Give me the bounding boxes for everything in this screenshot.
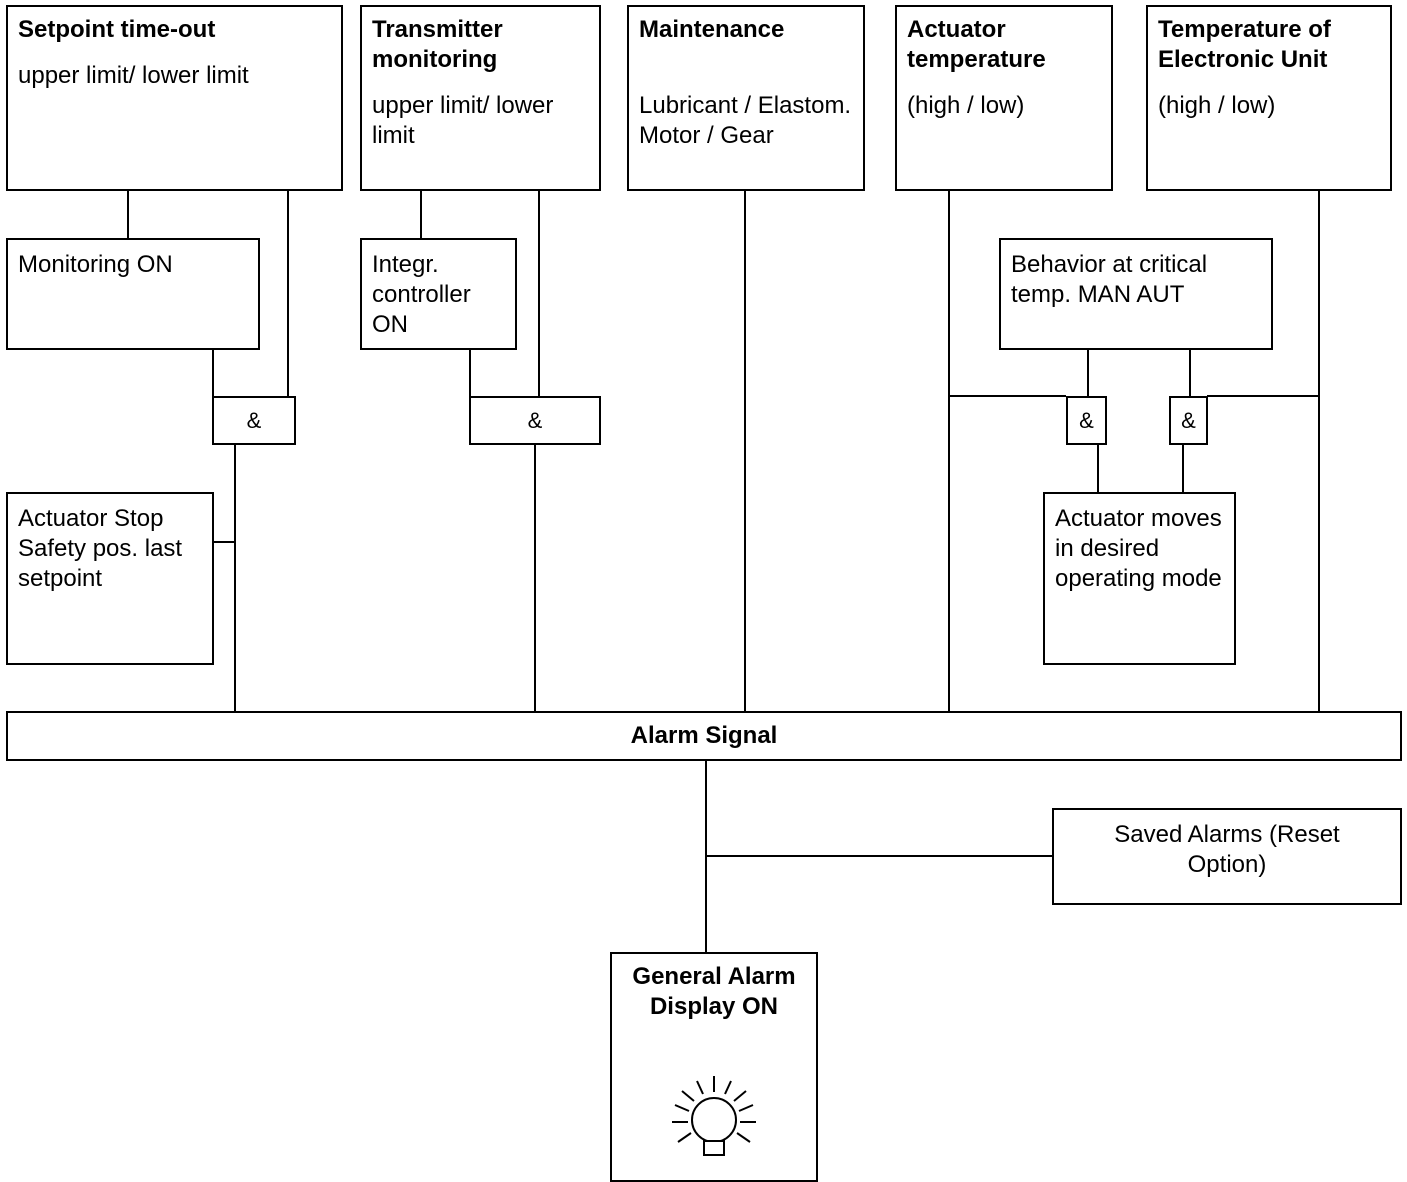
behavior-critical-temp-label: Behavior at critical temp. MAN AUT [1011, 251, 1208, 308]
and-gate-transmitter: & [469, 396, 601, 445]
and-gate-electronic-temp: & [1169, 396, 1208, 445]
transmitter-monitoring-title: Transmitter monitoring [372, 16, 503, 73]
alarm-signal-bar: Alarm Signal [6, 711, 1402, 761]
actuator-temperature-title: Actuator temperature [907, 16, 1046, 73]
actuator-temperature-box: Actuator temperature (high / low) [895, 5, 1113, 191]
actuator-temperature-detail: (high / low) [907, 92, 1025, 119]
saved-alarms-box: Saved Alarms (Reset Option) [1052, 808, 1402, 905]
alarm-signal-label: Alarm Signal [630, 722, 778, 749]
transmitter-monitoring-box: Transmitter monitoring upper limit/ lowe… [360, 5, 601, 191]
general-alarm-display-label: General Alarm Display ON [632, 963, 796, 1020]
monitoring-on-box: Monitoring ON [6, 238, 260, 350]
transmitter-monitoring-detail: upper limit/ lower limit [372, 92, 554, 149]
behavior-critical-temp-box: Behavior at critical temp. MAN AUT [999, 238, 1273, 350]
actuator-stop-label: Actuator Stop Safety pos. last setpoint [18, 505, 183, 592]
setpoint-timeout-title: Setpoint time-out [18, 16, 216, 43]
setpoint-timeout-box: Setpoint time-out upper limit/ lower lim… [6, 5, 343, 191]
integr-controller-box: Integr. controller ON [360, 238, 517, 350]
maintenance-box: Maintenance Lubricant / Elastom. Motor /… [627, 5, 865, 191]
monitoring-on-label: Monitoring ON [18, 251, 173, 278]
electronic-unit-temperature-title: Temperature of Electronic Unit [1158, 16, 1331, 73]
actuator-stop-box: Actuator Stop Safety pos. last setpoint [6, 492, 214, 665]
actuator-moves-label: Actuator moves in desired operating mode [1055, 505, 1222, 592]
integr-controller-label: Integr. controller ON [372, 251, 471, 338]
saved-alarms-label: Saved Alarms (Reset Option) [1114, 821, 1340, 878]
maintenance-detail: Lubricant / Elastom. Motor / Gear [639, 92, 852, 149]
setpoint-timeout-detail: upper limit/ lower limit [18, 62, 249, 89]
actuator-moves-box: Actuator moves in desired operating mode [1043, 492, 1236, 665]
electronic-unit-temperature-detail: (high / low) [1158, 92, 1276, 119]
and-gate-actuator-temp: & [1066, 396, 1107, 445]
maintenance-title: Maintenance [639, 16, 785, 43]
light-bulb-icon [672, 1076, 756, 1156]
general-alarm-display-box: General Alarm Display ON [610, 952, 818, 1182]
electronic-unit-temperature-box: Temperature of Electronic Unit (high / l… [1146, 5, 1392, 191]
and-gate-setpoint: & [212, 396, 296, 445]
